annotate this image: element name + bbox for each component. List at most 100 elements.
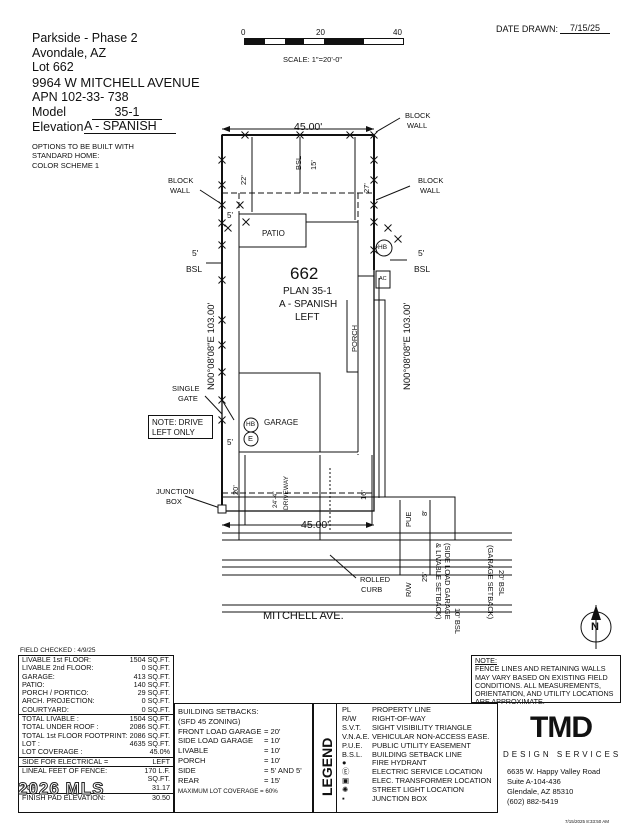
block-wall-right-2: WALL	[420, 186, 441, 195]
area-table: LIVABLE 1st FLOOR:1504 SQ.FT.LIVABLE 2nd…	[18, 655, 174, 813]
porch-label: PORCH	[350, 324, 359, 352]
model-label: Model	[32, 105, 67, 119]
fence-x-marker	[370, 131, 378, 139]
area-row: LOT COVERAGE :45.0%	[22, 747, 170, 757]
area-row: TOTAL LIVABLE :1504 SQ.FT.	[22, 714, 170, 724]
junction-box-1: JUNCTION	[156, 487, 194, 496]
company-logo: TMD	[530, 711, 593, 744]
elevation-label: Elevation	[32, 120, 84, 134]
legend-title: LEGEND	[319, 737, 335, 796]
area-row: PORCH / PORTICO:29 SQ.FT.	[22, 688, 170, 698]
watermark: 2026 MLS	[17, 779, 105, 798]
hose-bib-label-rear: HB	[378, 244, 388, 251]
area-row: LOT :4635 SQ.FT.	[22, 738, 170, 748]
block-wall-left-2: WALL	[170, 186, 191, 195]
fence-x-marker	[370, 201, 378, 209]
scale-tick-20: 20	[316, 28, 325, 37]
legend-item: ✺STREET LIGHT LOCATION	[342, 785, 464, 795]
fence-x-marker	[218, 341, 226, 349]
electric-service-label: E	[248, 434, 254, 443]
right-bsl-5: 5'	[418, 248, 425, 258]
setback-row: LIVABLE= 10'	[178, 746, 281, 756]
setback-rows: FRONT LOAD GARAGE= 20'SIDE LOAD GARAGE= …	[178, 727, 309, 786]
plan-elevation: A - SPANISH	[279, 299, 338, 310]
fence-note-body: FENCE LINES AND RETAINING WALLS MAY VARY…	[475, 664, 614, 707]
setback-row: REAR= 15'	[178, 775, 281, 785]
legend-item: ▣ELEC. TRANSFORMER LOCATION	[342, 776, 492, 786]
rolled-curb-1: ROLLED	[360, 575, 391, 584]
fence-x-marker	[346, 131, 354, 139]
legend-item: V.N.A.E.VEHICULAR NON-ACCESS EASE.	[342, 731, 490, 741]
fence-row: LINEAL FEET OF FENCE:170 L.F.	[22, 765, 170, 775]
options-note-2: STANDARD HOME:	[32, 151, 100, 160]
legend-item: B.S.L.BUILDING SETBACK LINE	[342, 749, 462, 759]
fence-x-marker	[218, 396, 226, 404]
field-checked: FIELD CHECKED : 4/9/25	[20, 647, 96, 654]
patio-label: PATIO	[262, 229, 285, 238]
fence-x-marker	[218, 241, 226, 249]
apn: APN 102-33- 738	[32, 90, 129, 104]
scale-tick-40: 40	[393, 28, 402, 37]
side-bsl-line-2: (SIDE LOAD GARAGE	[443, 543, 452, 620]
dimension-22: 22'	[239, 175, 248, 185]
area-row: PATIO:140 SQ.FT.	[22, 679, 170, 689]
dimension-25: 25'	[420, 572, 429, 582]
lot-line: Lot 662	[32, 60, 74, 74]
setback-row: SIDE= 5' AND 5'	[178, 765, 302, 775]
fence-x-marker	[370, 176, 378, 184]
legend-item: S.V.T.SIGHT VISIBILITY TRIANGLE	[342, 722, 472, 732]
junction-box-2: BOX	[166, 497, 182, 506]
area-row: GARAGE:413 SQ.FT.	[22, 671, 170, 681]
max-coverage: MAXIMUM LOT COVERAGE = 60%	[178, 788, 278, 796]
options-note-1: OPTIONS TO BE BUILT WITH	[32, 142, 134, 151]
ac-unit-label: AC	[379, 276, 387, 282]
rw-label: R/W	[404, 582, 413, 597]
legend-item: ●FIRE HYDRANT	[342, 758, 427, 768]
left-bsl-5: 5'	[192, 248, 199, 258]
address: 9964 W MITCHELL AVENUE	[32, 75, 200, 90]
fence-x-marker	[242, 218, 250, 226]
fence-x-marker	[370, 246, 378, 254]
hose-bib-label-garage: HB	[246, 421, 256, 428]
fence-x-marker	[241, 131, 249, 139]
drive-note-line-1: NOTE: DRIVE	[152, 418, 204, 427]
color-scheme: COLOR SCHEME 1	[32, 161, 100, 170]
drive-note-box: NOTE: DRIVE LEFT ONLY	[148, 415, 213, 439]
fence-x-marker	[384, 224, 392, 232]
right-bsl-label: BSL	[414, 264, 431, 274]
setbacks-zoning: (SFD 45 ZONING)	[178, 716, 241, 726]
block-wall-right-1: BLOCK	[418, 176, 444, 185]
setback-row: FRONT LOAD GARAGE= 20'	[178, 726, 281, 736]
company-address-1: 6635 W. Happy Valley Road	[507, 767, 601, 776]
community-name: Parkside - Phase 2	[32, 31, 138, 45]
plan-hand: LEFT	[295, 312, 320, 323]
rolled-curb-2: CURB	[361, 585, 383, 594]
area-row: COURTYARD:0 SQ.FT.	[22, 704, 170, 714]
legend-item: ▪JUNCTION BOX	[342, 794, 428, 804]
date-drawn-label: DATE DRAWN:	[496, 24, 558, 34]
dimension-8: 8'	[420, 510, 429, 516]
side-electrical-row: SIDE FOR ELECTRICAL =LEFT	[22, 756, 170, 766]
setbacks-title: BUILDING SETBACKS:	[178, 707, 259, 716]
dimension-20: 20'	[231, 485, 240, 495]
lot-number: 662	[290, 264, 319, 283]
top-width-dimension: 45.00'	[294, 121, 323, 133]
setbacks-box: BUILDING SETBACKS: (SFD 45 ZONING) FRONT…	[174, 703, 313, 813]
legend-item: P.U.E.PUBLIC UTILITY EASEMENT	[342, 740, 471, 750]
rear-bsl-label: BSL	[294, 155, 303, 170]
scale-tick-0: 0	[241, 28, 246, 37]
scale-bar	[244, 38, 404, 45]
area-row: LIVABLE 1st FLOOR:1504 SQ.FT.	[22, 655, 170, 664]
area-row: LIVABLE 2nd FLOOR:0 SQ.FT.	[22, 663, 170, 673]
pue-label: PUE	[404, 511, 413, 527]
elevation-value: A - SPANISH	[84, 120, 176, 134]
fence-x-marker	[236, 201, 244, 209]
block-wall-top-1: BLOCK	[405, 111, 431, 120]
side-bsl-line-1: 10' BSL	[453, 608, 462, 635]
